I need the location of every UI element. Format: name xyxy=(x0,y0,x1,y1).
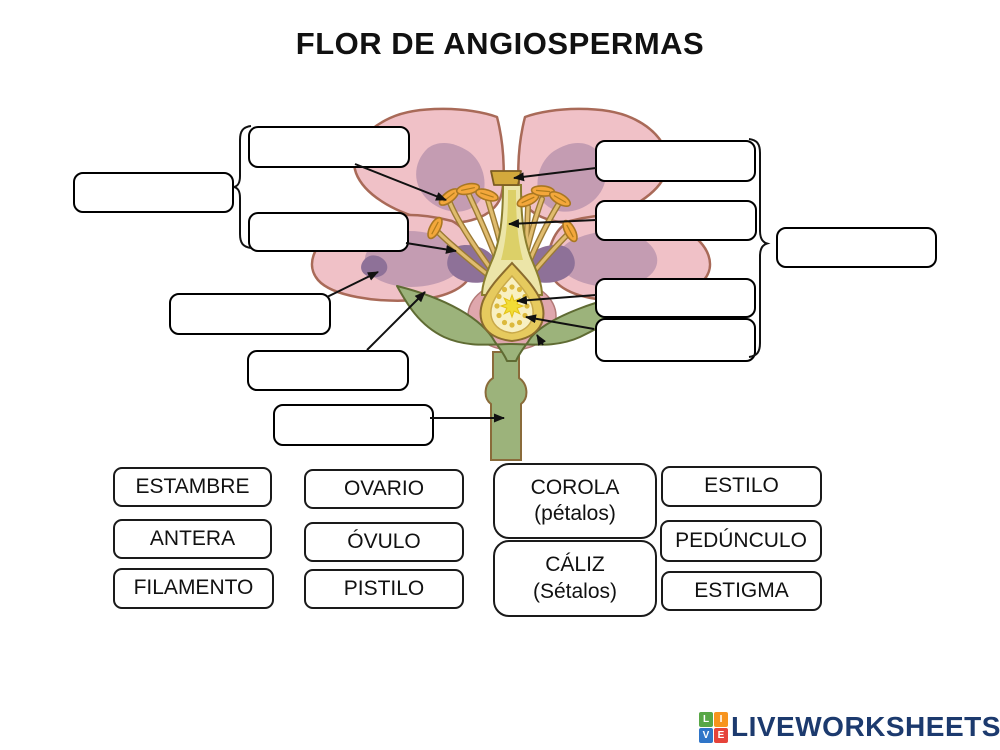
word-label: OVARIO xyxy=(343,476,425,500)
word-label: ÓVULO xyxy=(347,529,421,553)
answer-slot-ovule[interactable] xyxy=(595,278,756,318)
logo-tile-v: V xyxy=(699,727,713,743)
word-label: PISTILO xyxy=(343,576,425,600)
answer-slot-stigma[interactable] xyxy=(595,140,756,182)
anthers xyxy=(427,182,578,243)
word-sublabel: (Sétalos) xyxy=(532,579,618,603)
word-card-ovulo[interactable]: ÓVULO xyxy=(304,522,464,562)
word-label: COROLA xyxy=(530,475,620,499)
answer-slot-petal[interactable] xyxy=(169,293,331,335)
word-label: ESTAMBRE xyxy=(135,474,250,498)
word-card-ovario[interactable]: OVARIO xyxy=(304,469,464,509)
answer-slot-ovary[interactable] xyxy=(595,318,756,362)
ovule-center-star xyxy=(499,293,525,319)
word-label: ESTIGMA xyxy=(694,578,789,602)
answer-slot-stem[interactable] xyxy=(273,404,434,446)
answer-slot-filament[interactable] xyxy=(248,212,409,252)
stem-peduncle xyxy=(484,351,528,461)
word-label: PEDÚNCULO xyxy=(675,528,807,552)
page-title: FLOR DE ANGIOSPERMAS xyxy=(295,26,705,61)
answer-slot-style[interactable] xyxy=(595,200,757,241)
word-label: FILAMENTO xyxy=(133,576,254,600)
logo-tile-e: E xyxy=(714,727,728,743)
word-card-corola[interactable]: COROLA (pétalos) xyxy=(493,463,657,539)
word-card-filamento[interactable]: FILAMENTO xyxy=(113,568,274,609)
answer-slot-stamen-group[interactable] xyxy=(73,172,234,213)
word-label: ESTILO xyxy=(704,474,779,498)
word-card-antera[interactable]: ANTERA xyxy=(113,519,272,559)
word-card-caliz[interactable]: CÁLIZ (Sétalos) xyxy=(493,540,657,617)
word-sublabel: (pétalos) xyxy=(534,502,616,525)
liveworksheets-logo[interactable]: L I V E LIVEWORKSHEETS xyxy=(699,711,1000,743)
logo-tile-i: I xyxy=(714,711,728,727)
word-label: ANTERA xyxy=(149,526,236,550)
logo-tiles-icon: L I V E xyxy=(699,711,728,743)
logo-tile-l: L xyxy=(699,711,713,727)
word-card-pedunculo[interactable]: PEDÚNCULO xyxy=(660,520,822,562)
word-card-estilo[interactable]: ESTILO xyxy=(661,466,822,507)
stigma xyxy=(490,170,522,186)
answer-slot-sepal[interactable] xyxy=(247,350,409,391)
word-label: CÁLIZ xyxy=(545,553,605,577)
answer-slot-anther[interactable] xyxy=(248,126,410,168)
word-card-estambre[interactable]: ESTAMBRE xyxy=(113,467,272,507)
word-card-estigma[interactable]: ESTIGMA xyxy=(661,571,822,611)
brand-text: LIVEWORKSHEETS xyxy=(731,711,1000,742)
answer-slot-pistil-group[interactable] xyxy=(776,227,937,268)
word-card-pistilo[interactable]: PISTILO xyxy=(304,569,464,609)
